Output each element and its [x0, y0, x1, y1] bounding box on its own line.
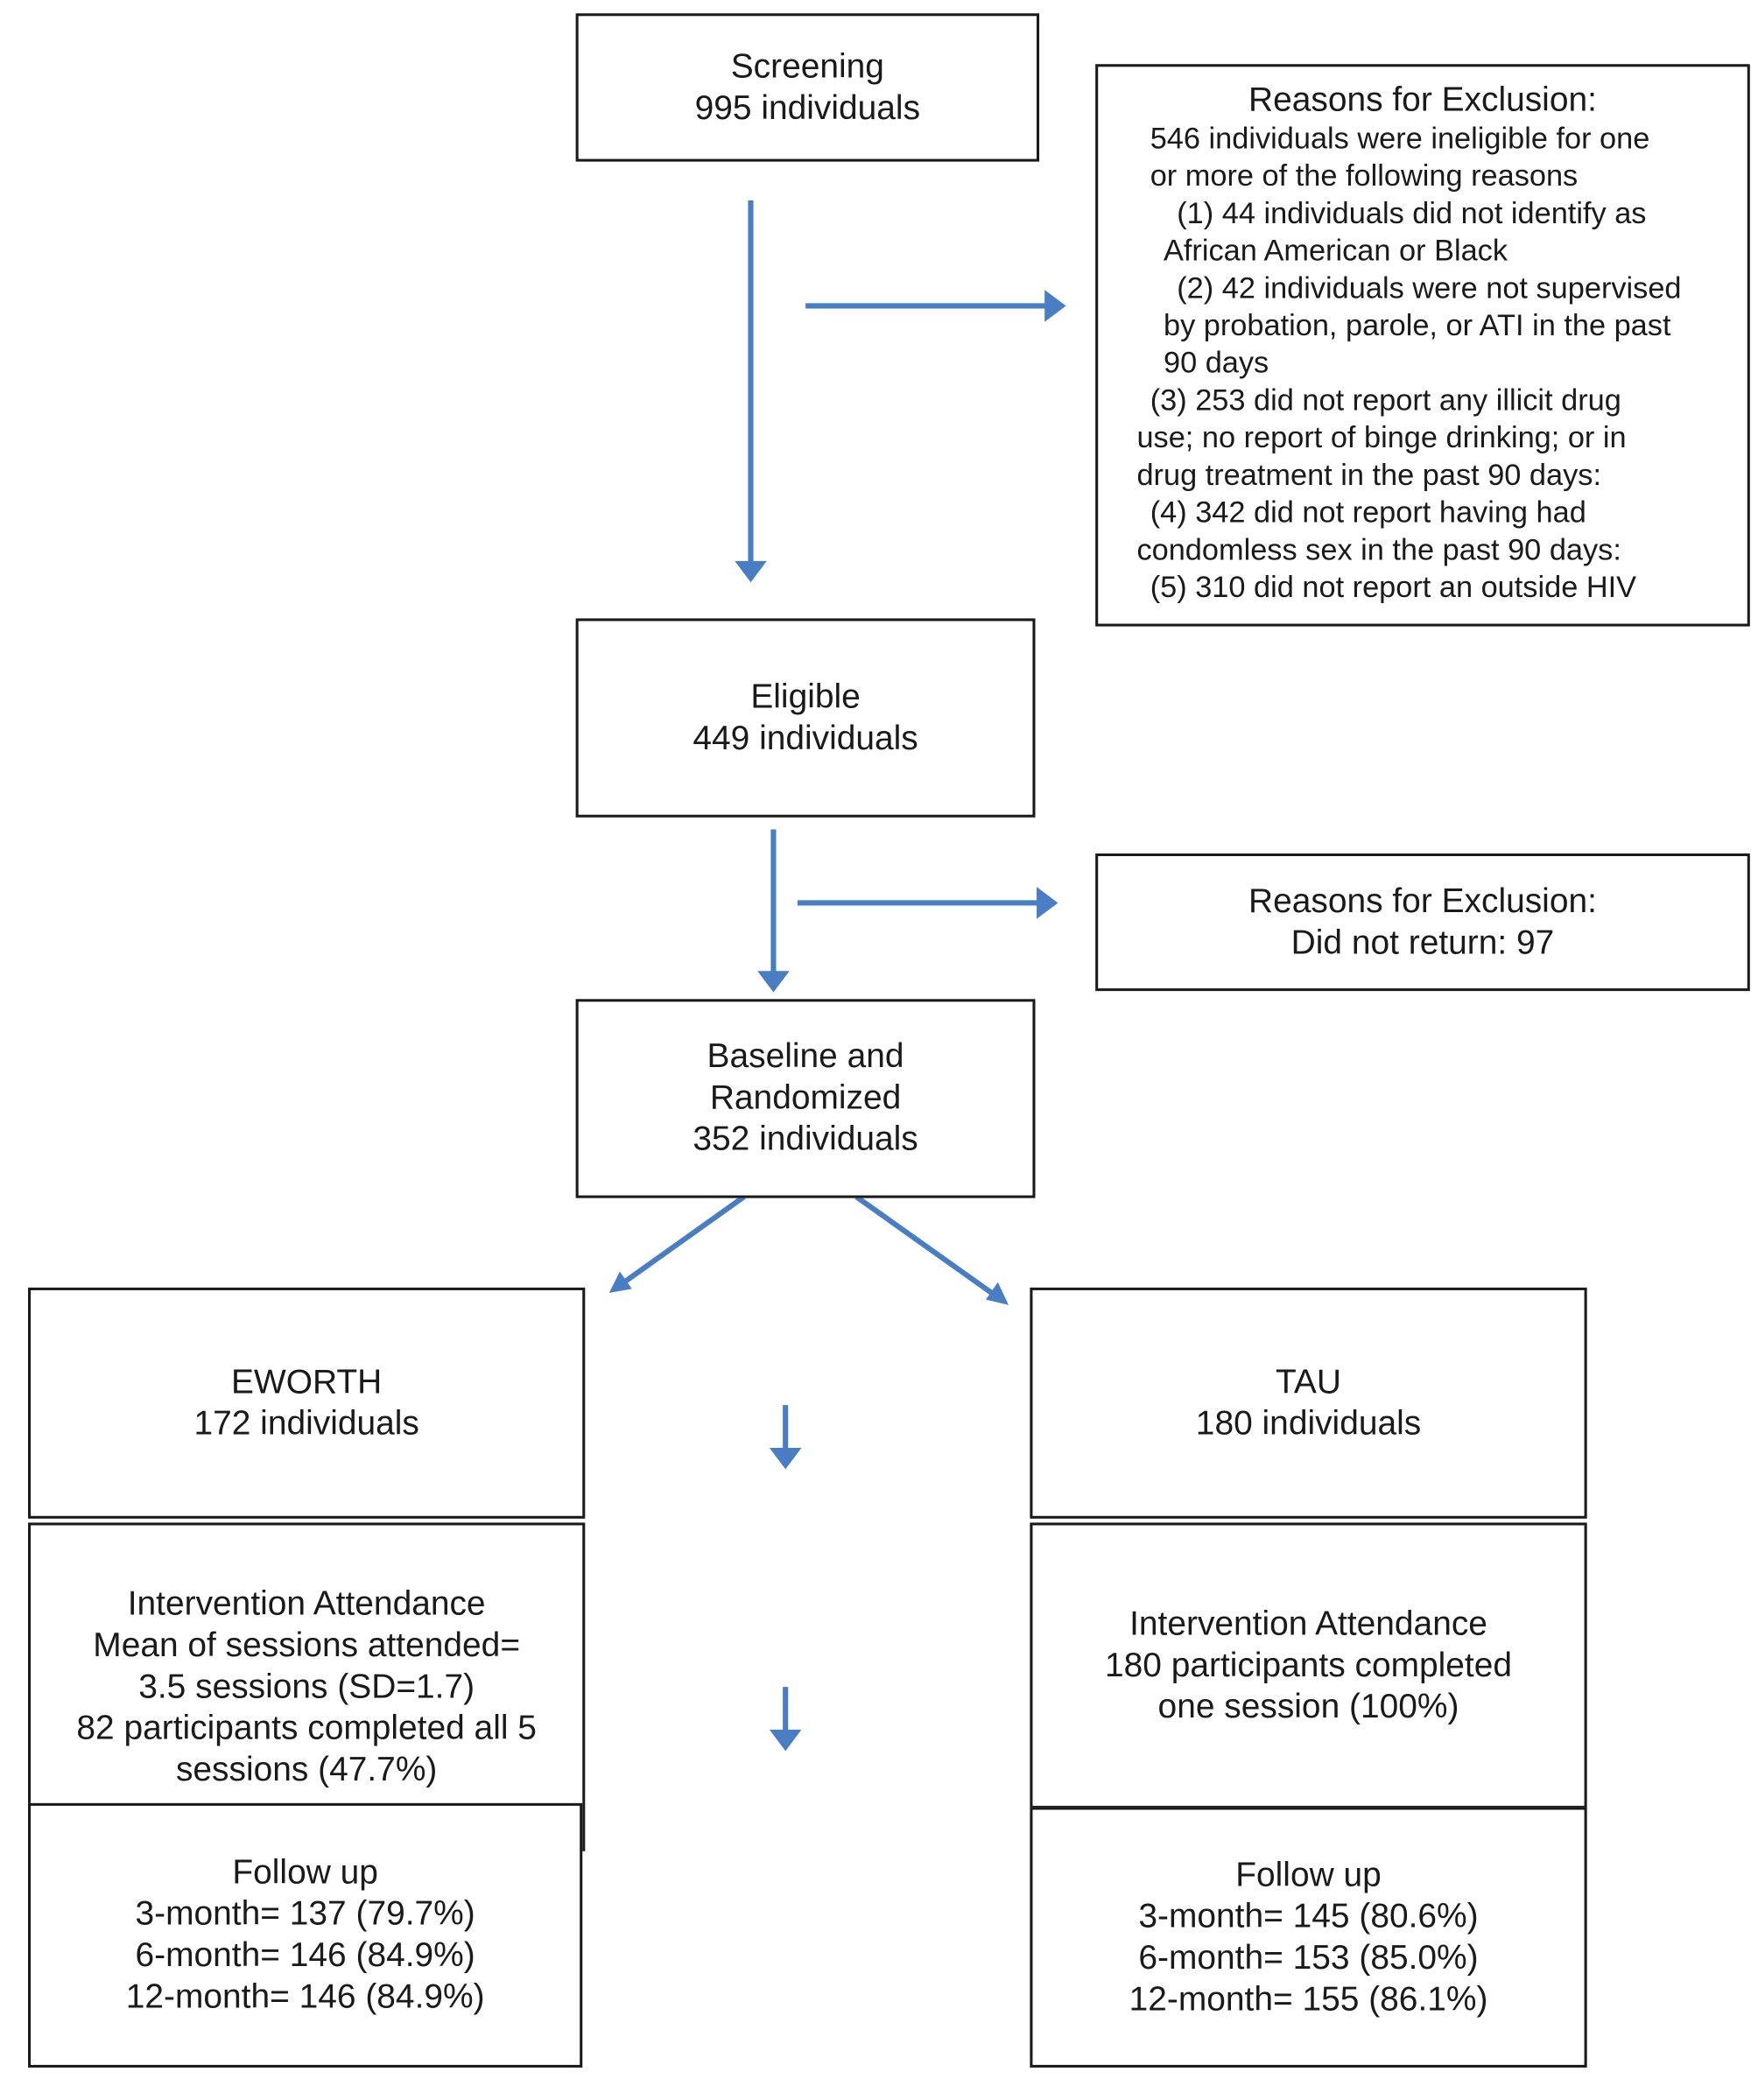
arrow-baseline-to-eworth [616, 1194, 746, 1289]
tau-attendance-line: one session (100%) [1157, 1687, 1459, 1725]
arrowhead-6 [986, 1282, 1009, 1305]
eligible-title: Eligible [750, 678, 861, 716]
tau-attendance-title: Intervention Attendance [1129, 1605, 1487, 1642]
exclusion-line: drug treatment in the past 90 days: [1136, 458, 1602, 492]
exclusion-line: by probation, parole, or ATI in the past [1163, 308, 1671, 342]
eworth-followup-line: 6-month= 146 (84.9%) [135, 1936, 475, 1975]
tau-followup-box: Follow up 3-month= 145 (80.6%) 6-month= … [1030, 1807, 1587, 2068]
arrowhead-7 [769, 1447, 802, 1470]
tau-count: 180 individuals [1195, 1404, 1422, 1443]
exclusion-line: (2) 42 individuals were not supervised [1177, 270, 1682, 305]
exclusion-line: (3) 253 did not report any illicit drug [1150, 383, 1621, 418]
exclusion-line: 90 days [1163, 346, 1269, 380]
tau-arm-box: TAU 180 individuals [1030, 1287, 1587, 1519]
arrowhead-2 [1044, 290, 1066, 322]
tau-attendance-box: Intervention Attendance 180 participants… [1030, 1522, 1587, 1809]
eligible-count: 449 individuals [693, 719, 918, 757]
baseline-count: 352 individuals [693, 1120, 918, 1158]
exclusion-reasons-box: Reasons for Exclusion: 546 individuals w… [1095, 64, 1750, 627]
screening-count: 995 individuals [694, 88, 921, 127]
eworth-followup-line: 3-month= 137 (79.7%) [135, 1895, 475, 1933]
eworth-attendance-line: 82 participants completed all 5 [76, 1709, 537, 1746]
baseline-line-2: Randomized [709, 1078, 902, 1117]
eworth-attendance-line: Mean of sessions attended= [93, 1626, 521, 1664]
tau-attendance-line: 180 participants completed [1105, 1646, 1513, 1684]
arrow-baseline-to-tau [854, 1194, 1002, 1301]
did-not-return-box: Reasons for Exclusion: Did not return: 9… [1095, 853, 1750, 992]
exclusion-reasons-title: Reasons for Exclusion: [1248, 81, 1597, 119]
arrowhead-5 [608, 1271, 632, 1293]
eworth-attendance-title: Intervention Attendance [127, 1584, 486, 1623]
exclusion-line: or more of the following reasons [1150, 158, 1579, 193]
baseline-randomized-box: Baseline and Randomized 352 individuals [575, 999, 1036, 1198]
exclusion-line: (4) 342 did not report having had [1150, 495, 1586, 530]
arrowhead-3 [757, 971, 790, 993]
tau-title: TAU [1276, 1363, 1341, 1401]
exclusion-line: (1) 44 individuals did not identify as [1177, 196, 1647, 230]
eworth-arm-box: EWORTH 172 individuals [28, 1287, 586, 1519]
did-not-return-count: Did not return: 97 [1290, 924, 1555, 961]
exclusion-line: 546 individuals were ineligible for one [1150, 121, 1650, 155]
eworth-attendance-box: Intervention Attendance Mean of sessions… [28, 1522, 586, 1851]
arrowhead-1 [735, 560, 767, 583]
tau-followup-line: 3-month= 145 (80.6%) [1138, 1897, 1479, 1935]
screening-box: Screening 995 individuals [575, 13, 1040, 162]
tau-followup-line: 6-month= 153 (85.0%) [1138, 1938, 1479, 1977]
exclusion-line: (5) 310 did not report an outside HIV [1150, 570, 1637, 604]
eworth-title: EWORTH [231, 1363, 383, 1401]
eworth-attendance-line: 3.5 sessions (SD=1.7) [138, 1667, 475, 1705]
eworth-followup-title: Follow up [232, 1853, 378, 1892]
eligible-box: Eligible 449 individuals [575, 618, 1036, 818]
exclusion-line: African American or Black [1163, 234, 1508, 268]
baseline-line-1: Baseline and [707, 1037, 904, 1076]
arrowhead-4 [1037, 887, 1058, 919]
arrowhead-8 [769, 1729, 802, 1752]
eworth-attendance-line: sessions (47.7%) [175, 1750, 438, 1788]
did-not-return-title: Reasons for Exclusion: [1248, 881, 1597, 920]
eworth-followup-box: Follow up 3-month= 137 (79.7%) 6-month= … [28, 1802, 583, 2068]
tau-followup-title: Follow up [1235, 1856, 1382, 1893]
eworth-followup-line: 12-month= 146 (84.9%) [125, 1977, 485, 2016]
screening-title: Screening [730, 47, 884, 85]
tau-followup-line: 12-month= 155 (86.1%) [1129, 1979, 1488, 2018]
exclusion-line: condomless sex in the past 90 days: [1136, 532, 1621, 566]
exclusion-line: use; no report of binge drinking; or in [1136, 420, 1627, 454]
eworth-count: 172 individuals [193, 1404, 419, 1443]
